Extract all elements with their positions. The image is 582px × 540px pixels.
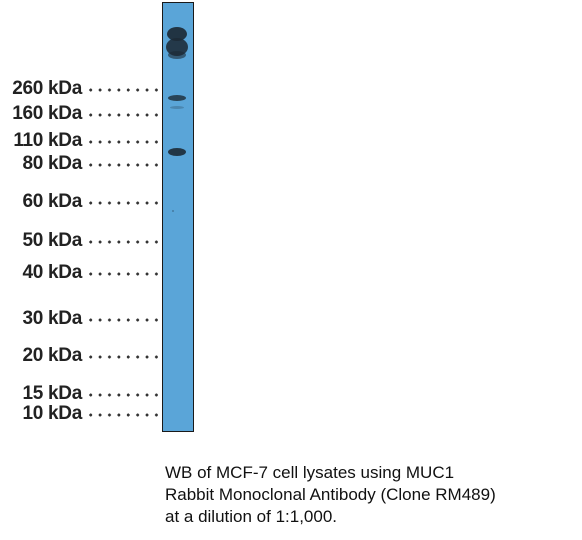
- blot-speck: [172, 210, 174, 212]
- marker-label-50: 50 kDa: [22, 230, 83, 251]
- marker-leader-15: [86, 393, 158, 397]
- caption-line-3: at a dilution of 1:1,000.: [165, 507, 338, 526]
- marker-label-80: 80 kDa: [22, 153, 83, 174]
- blot-band-260: [168, 95, 186, 101]
- marker-label-10: 10 kDa: [22, 403, 83, 424]
- marker-leader-40: [86, 272, 158, 276]
- blot-band-top-1: [167, 27, 187, 41]
- marker-label-30: 30 kDa: [22, 308, 83, 329]
- marker-leader-160: [86, 113, 158, 117]
- figure-caption: WB of MCF-7 cell lysates using MUC1 Rabb…: [165, 462, 580, 528]
- marker-label-20: 20 kDa: [22, 345, 83, 366]
- marker-label-60: 60 kDa: [22, 191, 83, 212]
- marker-leader-80: [86, 163, 158, 167]
- marker-label-110: 110 kDa: [13, 130, 82, 151]
- marker-label-160: 160 kDa: [12, 103, 82, 124]
- marker-leader-10: [86, 413, 158, 417]
- marker-leader-50: [86, 240, 158, 244]
- caption-line-2: Rabbit Monoclonal Antibody (Clone RM489): [165, 485, 496, 504]
- marker-leader-20: [86, 355, 158, 359]
- marker-leader-260: [86, 88, 158, 92]
- caption-line-1: WB of MCF-7 cell lysates using MUC1: [165, 463, 455, 482]
- marker-leader-60: [86, 201, 158, 205]
- marker-label-260: 260 kDa: [12, 78, 82, 99]
- blot-band-95: [168, 148, 186, 156]
- blot-band-top-3: [168, 51, 186, 59]
- marker-label-40: 40 kDa: [22, 262, 83, 283]
- marker-leader-110: [86, 140, 158, 144]
- blot-lane: [162, 2, 194, 432]
- blot-band-160-faint: [170, 106, 184, 109]
- marker-leader-30: [86, 318, 158, 322]
- marker-label-15: 15 kDa: [22, 383, 83, 404]
